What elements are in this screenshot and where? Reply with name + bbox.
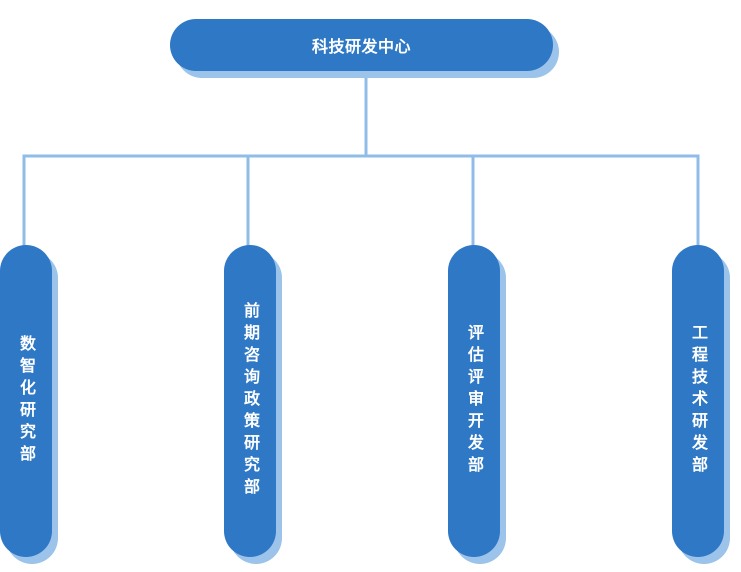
root-node: 科技研发中心 <box>170 19 553 71</box>
department-node-policy-consulting: 前期咨询政策研究部 <box>224 245 276 557</box>
department-label: 评估评审开发部 <box>465 324 484 478</box>
department-label: 数智化研究部 <box>17 335 36 467</box>
department-node-engineering-technology: 工程技术研发部 <box>672 245 724 557</box>
root-node-label: 科技研发中心 <box>311 37 411 56</box>
department-label: 前期咨询政策研究部 <box>241 302 260 500</box>
department-label: 工程技术研发部 <box>689 324 708 478</box>
department-node-digital-intelligence: 数智化研究部 <box>0 245 52 557</box>
department-node-evaluation-review: 评估评审开发部 <box>448 245 500 557</box>
